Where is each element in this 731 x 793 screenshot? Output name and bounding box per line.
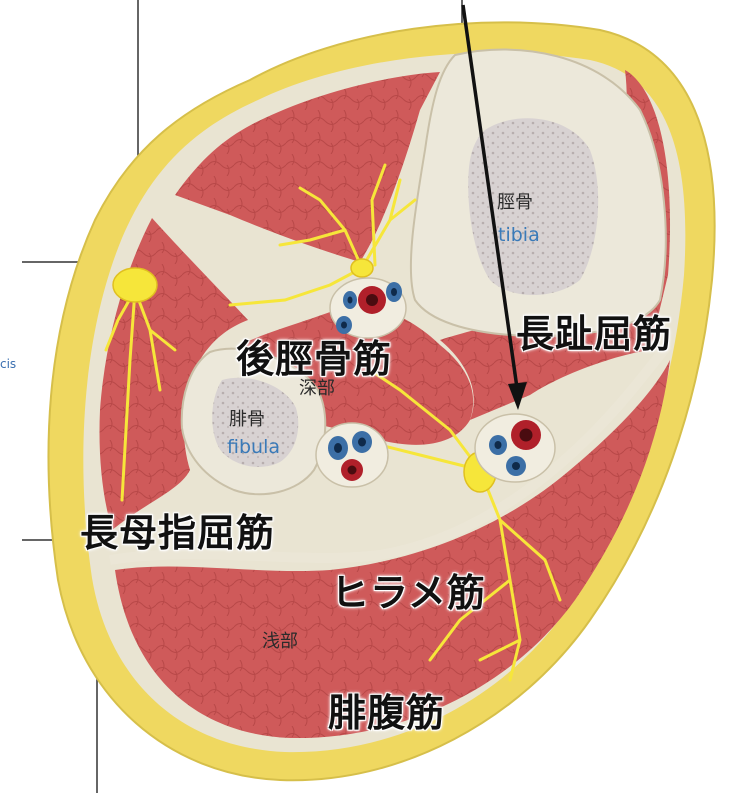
label-deep: 深部 [299, 378, 335, 399]
tibia-marrow [468, 118, 599, 295]
anterior-tibial-vessels [329, 277, 407, 339]
edge-text: cis [0, 357, 17, 371]
fibula-marrow [212, 377, 299, 467]
label-superficial: 浅部 [262, 631, 298, 652]
peroneal-nerve [112, 267, 158, 303]
label-tibia-en: tibia [498, 224, 540, 246]
annotation-arrow-head [508, 382, 527, 410]
label-tibialis-posterior: 後脛骨筋 [236, 337, 393, 381]
intermuscular-septum [109, 341, 672, 565]
peroneal-vessels [315, 422, 389, 488]
label-fibula-en: fibula [227, 436, 280, 458]
nerve-branches [104, 163, 562, 682]
posterior-tibial-vessels [474, 413, 556, 483]
anterior-tibial-nerve [350, 258, 374, 278]
label-tibia-jp: 脛骨 [497, 192, 533, 213]
label-flexor-hallucis-longus: 長母指屈筋 [80, 511, 276, 555]
label-soleus: ヒラメ筋 [331, 571, 486, 615]
label-flexor-digitorum-longus: 長趾屈筋 [516, 312, 673, 356]
label-fibula-jp: 腓骨 [229, 409, 265, 430]
superficial-posterior-compartment [115, 360, 670, 739]
label-gastrocnemius: 腓腹筋 [328, 691, 446, 735]
annotation-arrow-line [461, 4, 520, 396]
